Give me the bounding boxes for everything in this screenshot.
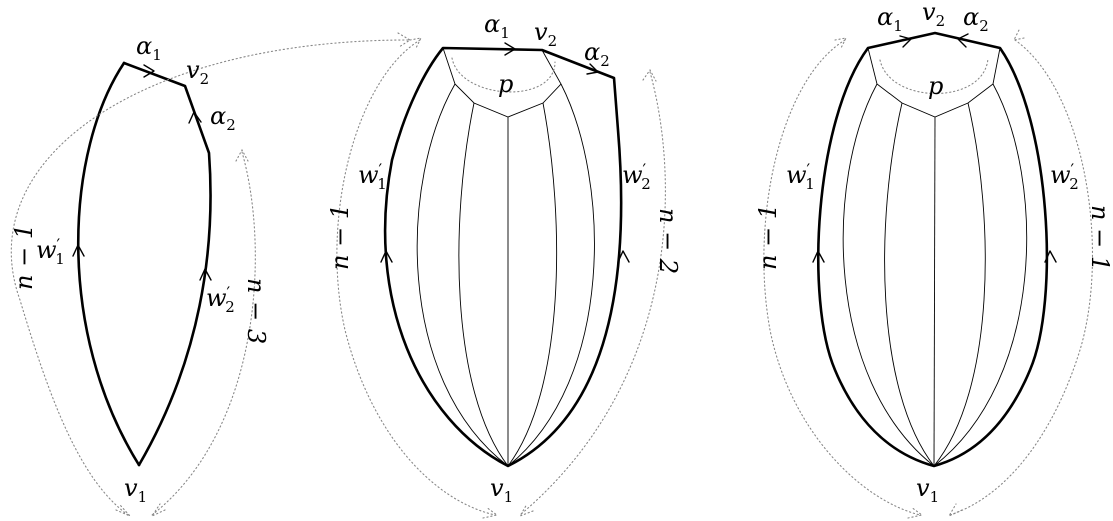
dotted-arrow-left-top	[834, 37, 847, 49]
dotted-curve-right	[151, 151, 256, 516]
arrow-w1	[72, 244, 85, 257]
inner-line-4	[507, 102, 558, 467]
arrow-w2	[1044, 250, 1057, 263]
arrow-alpha2	[188, 111, 202, 124]
dotted-curve-left	[763, 39, 921, 516]
label-w1prime: w′1	[36, 235, 65, 268]
inner-line-2	[884, 102, 935, 467]
dotted-curve-right	[949, 39, 1093, 516]
label-w1prime: w′1	[358, 160, 387, 193]
panel-middle: α1 v2 α2 p w′1 w′2 v1 n − 1 n − 2	[326, 10, 682, 519]
inner-face-p	[442, 47, 562, 118]
label-alpha2: α2	[210, 102, 236, 134]
inner-line-1	[416, 83, 509, 467]
dotted-arrow-right-bottom	[150, 503, 166, 518]
dotted-curve-left	[336, 39, 496, 516]
inner-line-3	[933, 116, 936, 467]
panel-left: α1 v2 α2 w′1 w′2 v1 n − 1 n − 3	[10, 32, 412, 518]
label-n-minus-3: n − 3	[242, 278, 270, 344]
label-n-minus-1: n − 1	[326, 204, 354, 270]
arrow-w2	[199, 268, 212, 281]
outer-boundary	[383, 46, 623, 468]
label-w2prime: w′2	[1050, 160, 1079, 193]
inner-line-4	[933, 102, 986, 467]
arrow-w1	[812, 250, 825, 263]
dotted-arrow-right-top	[642, 68, 657, 82]
label-v1: v1	[490, 474, 513, 506]
label-v2: v2	[922, 0, 945, 30]
label-v1: v1	[124, 474, 147, 506]
arrow-w2	[617, 250, 630, 263]
outer-boundary	[816, 31, 1049, 468]
label-alpha1: α1	[877, 3, 903, 35]
dotted-arrow-right-top	[1013, 29, 1025, 41]
label-n-minus-2: n − 2	[654, 208, 682, 274]
label-p: p	[928, 72, 943, 100]
dotted-arrow-left-top	[397, 32, 412, 48]
dotted-arrow-left-top	[409, 37, 422, 49]
dotted-curve-left	[10, 39, 409, 516]
inner-line-5	[933, 83, 1028, 467]
label-v2: v2	[534, 18, 557, 50]
arrow-alpha2	[957, 33, 969, 48]
label-n-minus-1: n − 1	[754, 204, 782, 270]
label-w1prime: w′1	[786, 160, 815, 193]
dotted-arrow-right-top	[235, 148, 249, 162]
dotted-curve-right	[519, 71, 666, 516]
label-v2: v2	[186, 56, 209, 88]
label-n-minus-1-right: n − 1	[1086, 205, 1113, 271]
label-alpha1: α1	[484, 10, 510, 42]
arrow-alpha1	[504, 42, 516, 56]
inner-line-1	[842, 83, 935, 467]
label-alpha2: α2	[963, 3, 989, 35]
dotted-arrow-left-bottom	[482, 506, 499, 519]
label-alpha1: α1	[136, 32, 162, 64]
label-w2prime: w′2	[622, 160, 651, 193]
inner-line-5	[507, 83, 595, 467]
arrow-alpha1	[899, 35, 912, 48]
arrow-alpha2	[586, 63, 599, 75]
dotted-arrow-left-bottom	[115, 504, 131, 517]
panel-right: α1 v2 α2 p w′1 w′2 v1 n − 1 n − 1	[754, 0, 1113, 519]
dotted-arc-p	[451, 57, 556, 93]
dotted-arc-p	[879, 57, 989, 95]
arrow-w1	[380, 250, 393, 263]
label-p: p	[498, 70, 513, 98]
dotted-arrow-right-bottom	[947, 503, 963, 518]
label-w2prime: w′2	[206, 283, 235, 316]
label-alpha2: α2	[584, 38, 610, 70]
dotted-arrow-right-bottom	[518, 503, 534, 518]
right-boundary	[122, 61, 212, 467]
arrow-alpha1	[143, 64, 155, 78]
label-v1: v1	[916, 474, 939, 506]
label-n-minus-1: n − 1	[10, 224, 38, 290]
inner-line-2	[458, 102, 509, 467]
inner-face-p	[867, 47, 1001, 118]
dotted-arrow-left-bottom	[907, 506, 924, 519]
